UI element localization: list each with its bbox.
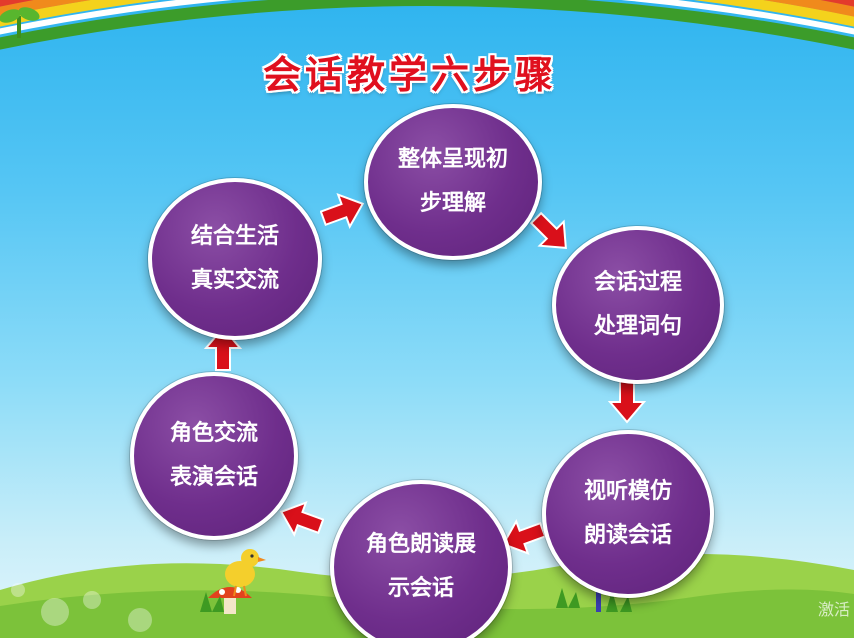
watermark: 激活 — [817, 600, 850, 619]
step-4-line-1: 角色朗读展 — [365, 532, 476, 557]
step-3-line-2: 朗读会话 — [583, 523, 672, 548]
step-2-line-1: 会话过程 — [593, 270, 682, 295]
mushroom-icon — [208, 587, 252, 614]
step-circle-5: 角色交流 表演会话 — [130, 372, 298, 540]
step-6-line-1: 结合生活 — [190, 224, 279, 249]
arrow-left-up-icon — [279, 500, 324, 538]
bubble-decoration — [11, 583, 152, 632]
sprout-icon — [0, 7, 40, 38]
chick-icon — [225, 549, 266, 597]
step-circle-3: 视听模仿 朗读会话 — [542, 430, 714, 598]
step-1-line-2: 步理解 — [419, 191, 486, 216]
step-circle-2: 会话过程 处理词句 — [552, 226, 724, 384]
step-2-line-2: 处理词句 — [593, 314, 682, 339]
step-circle-1: 整体呈现初 步理解 — [364, 104, 542, 260]
arrow-down-icon — [607, 379, 647, 424]
step-6-line-2: 真实交流 — [190, 268, 279, 293]
arrow-right-icon — [320, 192, 365, 230]
grass-decoration — [200, 588, 632, 612]
step-1-line-1: 整体呈现初 — [397, 147, 508, 172]
step-circle-4: 角色朗读展 示会话 — [330, 480, 512, 638]
arrow-down-right-icon — [529, 211, 567, 249]
step-5-line-1: 角色交流 — [169, 421, 258, 446]
step-circle-6: 结合生活 真实交流 — [148, 178, 322, 340]
rainbow-decoration — [0, 0, 854, 50]
step-5-line-2: 表演会话 — [169, 465, 258, 490]
arrow-left-down-icon — [501, 518, 546, 556]
step-4-line-2: 示会话 — [387, 576, 454, 601]
step-3-line-1: 视听模仿 — [583, 479, 672, 504]
page-title: 会话教学六步骤 — [262, 52, 557, 97]
